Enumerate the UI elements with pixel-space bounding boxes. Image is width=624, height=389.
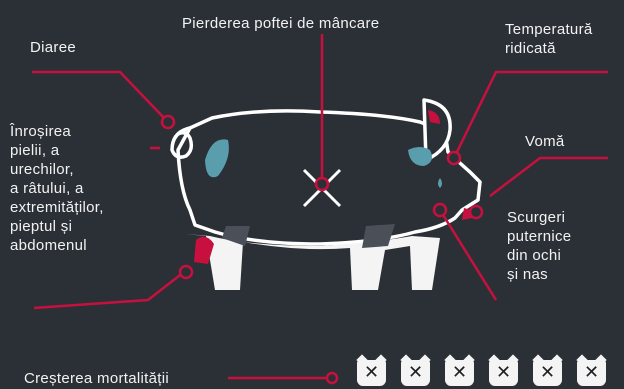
pig-illustration xyxy=(170,98,482,290)
fever-label-2: ridicată xyxy=(505,40,556,57)
pig-legs xyxy=(185,234,440,290)
leader-lines xyxy=(32,34,608,380)
appetite-loss-label: Pierderea poftei de mâncare xyxy=(182,15,380,32)
skull-icon: ✕ xyxy=(445,360,474,386)
discharge-label-1: Scurgeri xyxy=(507,209,566,226)
pig-tail xyxy=(170,126,194,159)
mortality-label: Creșterea mortalității xyxy=(24,370,169,387)
skull-icon: ✕ xyxy=(577,360,606,386)
skull-icon: ✕ xyxy=(533,360,562,386)
redness-label-7: abdomenul xyxy=(10,237,87,254)
redness-label-6: pieptul și xyxy=(10,218,73,235)
discharge-label-3: din ochi xyxy=(507,247,562,264)
leader-dots xyxy=(160,114,484,385)
skull-icon: ✕ xyxy=(401,360,430,386)
redness-label-5: extremităților, xyxy=(10,199,104,216)
skull-icon: ✕ xyxy=(489,360,518,386)
redness-label-4: a râtului, a xyxy=(10,180,84,197)
discharge-label-4: și nas xyxy=(507,266,548,283)
redness-label-1: Înroșirea xyxy=(10,123,72,140)
redness-label-3: urechilor, xyxy=(10,161,74,178)
discharge-label-2: puternice xyxy=(507,228,572,245)
diarrhea-label: Diaree xyxy=(30,39,76,56)
fever-label-1: Temperatură xyxy=(505,21,593,38)
redness-label-2: pielii, a xyxy=(10,142,60,159)
vomit-label: Vomă xyxy=(525,133,565,150)
skull-icon: ✕ xyxy=(357,360,386,386)
pig-belly-shadow xyxy=(222,224,395,248)
